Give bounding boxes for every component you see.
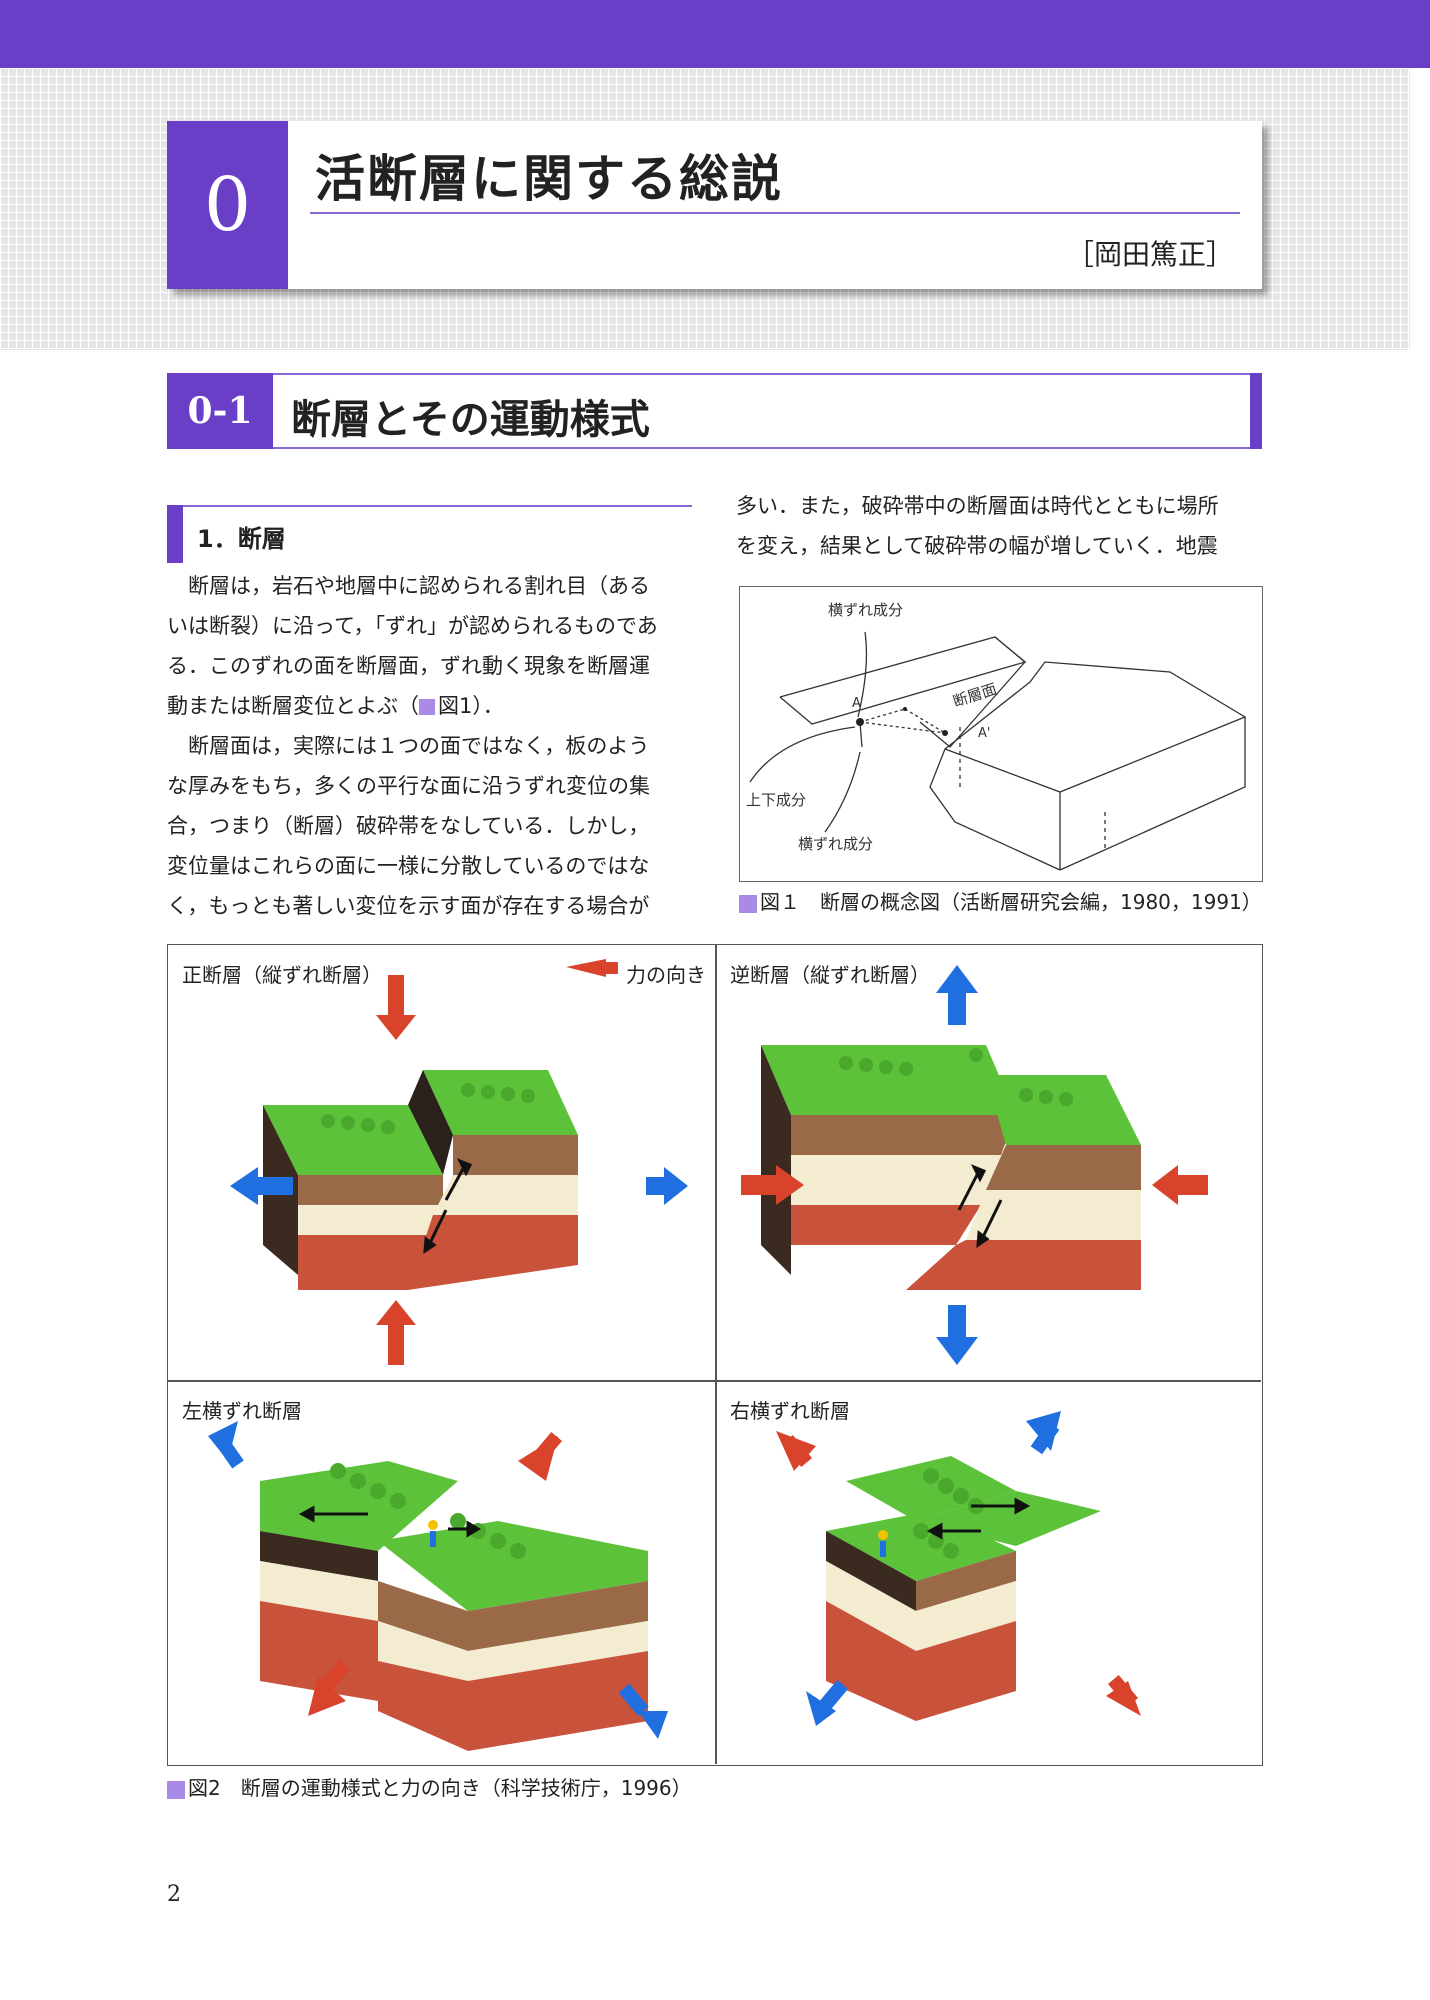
- label-point-a-prime: A': [978, 726, 990, 741]
- subsection-rule: [183, 505, 692, 507]
- text-line: いは断裂）に沿って，「ずれ」が認められるものであ: [167, 614, 658, 638]
- panel-label-normal-fault: 正断層（縦ずれ断層）: [182, 963, 382, 987]
- caption-marker: [739, 894, 757, 913]
- text-line: な厚みをもち，多くの平行な面に沿うずれ変位の集: [167, 774, 650, 798]
- figure-1-caption-ref: 図１: [760, 890, 800, 914]
- figure-1-caption-text: 断層の概念図（活断層研究会編，1980，1991）: [800, 890, 1262, 914]
- chapter-number: 0: [167, 121, 288, 289]
- force-legend-label: 力の向き: [626, 963, 706, 987]
- subsection-bar: [167, 505, 183, 563]
- figure-divider-vertical: [715, 945, 717, 1764]
- figure-ref-link[interactable]: 図1: [438, 694, 473, 718]
- figure-1-fault-concept: 横ずれ成分 断層面 A A' 上下成分 横ずれ成分: [739, 586, 1263, 882]
- figure-ref-marker: [419, 699, 435, 715]
- panel-left-lateral-fault: 左横ずれ断層: [168, 1381, 715, 1764]
- section-number: 0-1: [167, 373, 273, 449]
- page-number: 2: [167, 1882, 181, 1907]
- reverse-fault-illustration: [741, 965, 1208, 1365]
- label-vertical-component: 上下成分: [746, 791, 806, 809]
- label-horizontal-component: 横ずれ成分: [828, 601, 903, 619]
- chapter-title: 活断層に関する総説: [315, 149, 783, 208]
- figure-2-fault-types: 正断層（縦ずれ断層） 力の向き: [167, 944, 1263, 1766]
- section-title: 断層とその運動様式: [291, 396, 650, 443]
- figure-divider-horizontal: [168, 1380, 1261, 1382]
- section-header: 0-1 断層とその運動様式: [167, 373, 1262, 449]
- text-line: 変位量はこれらの面に一様に分散しているのではな: [167, 854, 650, 878]
- panel-normal-fault: 正断層（縦ずれ断層） 力の向き: [168, 945, 715, 1380]
- text-line: を変え，結果として破砕帯の幅が増していく．地震: [736, 534, 1218, 558]
- top-color-band: [0, 0, 1430, 68]
- text-line: 断層は，岩石や地層中に認められる割れ目（ある: [167, 574, 650, 598]
- text-line: る．このずれの面を断層面，ずれ動く現象を断層運: [167, 654, 650, 678]
- subsection-header: 1．断層: [167, 505, 692, 563]
- panel-label-reverse-fault: 逆断層（縦ずれ断層）: [730, 963, 930, 987]
- label-point-a: A: [852, 696, 861, 711]
- right-column-text: 多い．また，破砕帯中の断層面は時代とともに場所 を変え，結果として破砕帯の幅が増…: [736, 486, 1266, 566]
- text-line-part: 動または断層変位とよぶ（: [167, 694, 419, 718]
- text-line: く，もっとも著しい変位を示す面が存在する場合が: [167, 894, 650, 918]
- section-header-endcap: [1250, 373, 1262, 449]
- text-line: 動または断層変位とよぶ（ 図1）．: [167, 686, 702, 726]
- chapter-title-rule: [310, 212, 1240, 214]
- panel-label-left-lateral: 左横ずれ断層: [182, 1399, 302, 1423]
- text-line-tail: ）．: [472, 694, 504, 718]
- panel-right-lateral-fault: 右横ずれ断層: [716, 1381, 1263, 1764]
- panel-reverse-fault: 逆断層（縦ずれ断層）: [716, 945, 1263, 1380]
- text-line: 合，つまり（断層）破砕帯をなしている．しかし，: [167, 814, 650, 838]
- caption-marker: [167, 1780, 185, 1799]
- figure-2-caption-ref: 図2: [188, 1776, 221, 1800]
- left-column-text: 断層は，岩石や地層中に認められる割れ目（ある いは断裂）に沿って，「ずれ」が認め…: [167, 566, 702, 926]
- figure-1-caption: 図１ 断層の概念図（活断層研究会編，1980，1991）: [739, 886, 1262, 915]
- figure-2-caption: 図2 断層の運動様式と力の向き（科学技術庁，1996）: [167, 1772, 692, 1801]
- label-oblique-component: 横ずれ成分: [798, 835, 873, 853]
- right-lateral-fault-illustration: [776, 1411, 1141, 1726]
- normal-fault-illustration: [230, 959, 688, 1365]
- panel-label-right-lateral: 右横ずれ断層: [730, 1399, 850, 1423]
- chapter-author: ［岡田篤正］: [1065, 238, 1234, 271]
- text-line: 多い．また，破砕帯中の断層面は時代とともに場所: [736, 494, 1219, 518]
- chapter-header: 0 活断層に関する総説 ［岡田篤正］: [167, 121, 1262, 289]
- fault-concept-diagram: 横ずれ成分 断層面 A A' 上下成分 横ずれ成分: [746, 601, 1247, 871]
- figure-2-caption-text: 断層の運動様式と力の向き（科学技術庁，1996）: [220, 1776, 692, 1800]
- text-line: 断層面は，実際には１つの面ではなく，板のよう: [167, 734, 650, 758]
- label-fault-plane: 断層面: [951, 680, 999, 711]
- subsection-title: 1．断層: [197, 525, 286, 553]
- left-lateral-fault-illustration: [208, 1421, 668, 1751]
- force-legend-arrow-icon: [566, 959, 606, 977]
